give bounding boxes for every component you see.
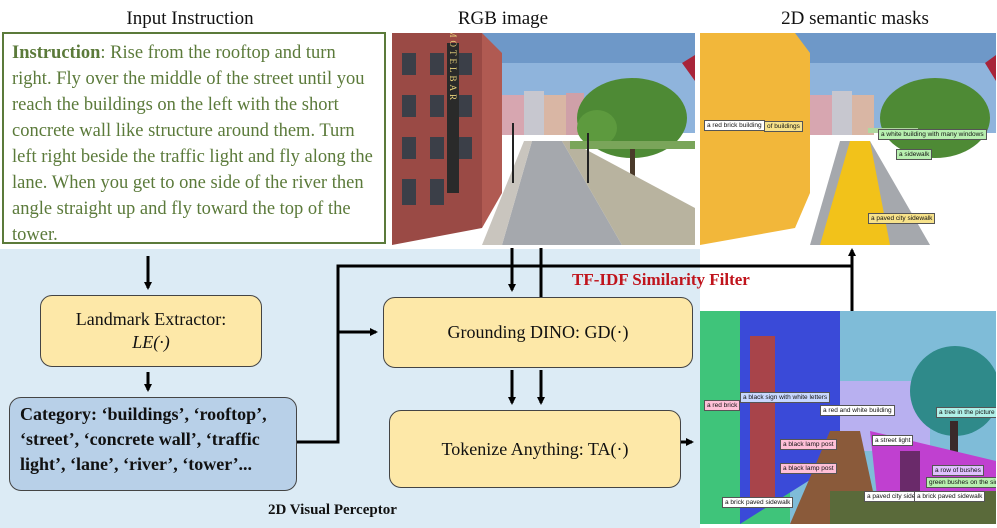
landmark-extractor-fn: LE(·) (132, 332, 170, 352)
mask-tag: a row of bushes (932, 465, 984, 476)
mask-tag: a sidewalk (896, 149, 933, 160)
mask-tag: green bushes on the side (926, 477, 996, 488)
category-node: Category: ‘buildings’, ‘rooftop’, ‘stree… (9, 397, 297, 491)
landmark-extractor-label: Landmark Extractor: (75, 309, 227, 329)
rgb-sign-text: THEMOTELBAR (448, 33, 458, 103)
mask-tag: a brick paved sidewalk (722, 497, 794, 508)
mask-tag: a street light (872, 435, 914, 446)
landmark-extractor-node: Landmark Extractor: LE(·) (40, 295, 262, 367)
grounding-dino-node: Grounding DINO: GD(·) (383, 297, 693, 368)
mask-tag: a black lamp post (780, 439, 837, 450)
rgb-image-title: RGB image (457, 8, 549, 29)
input-instruction-title: Input Instruction (126, 8, 254, 29)
mask-tag: a white building with many windows (878, 129, 987, 140)
grounding-dino-label: Grounding DINO: GD(·) (447, 322, 629, 342)
mask-tag: a brick paved sidewalk (914, 491, 986, 502)
instruction-text: : Rise from the rooftop and turn right. … (12, 43, 373, 245)
semantic-mask-top: a red brick building of buildings a whit… (700, 33, 996, 246)
instruction-box: Instruction: Rise from the rooftop and t… (2, 32, 386, 245)
mask-tag: a black lamp post (780, 463, 837, 474)
tokenize-anything-label: Tokenize Anything: TA(·) (441, 438, 629, 459)
tokenize-anything-node: Tokenize Anything: TA(·) (389, 410, 681, 488)
mask-tag: a red brick (704, 400, 741, 411)
semantic-masks-title: 2D semantic masks (781, 8, 929, 29)
mask-tag: a red brick building (704, 120, 765, 131)
mask-tag: a paved city sidewalk (868, 213, 936, 224)
rgb-image: THEMOTELBAR (392, 33, 695, 246)
semantic-mask-bottom: a red brick a black sign with white lett… (700, 311, 996, 524)
mask-tag: of buildings (764, 121, 803, 132)
mask-tag: a red and white building (820, 405, 895, 416)
instruction-label: Instruction (12, 43, 101, 63)
mask-tag: a black sign with white letters (740, 392, 831, 403)
tfidf-label: TF-IDF Similarity Filter (572, 270, 750, 289)
category-text: Category: ‘buildings’, ‘rooftop’, ‘stree… (20, 404, 267, 474)
mask-tag: a tree in the picture (936, 407, 996, 418)
perceptor-label: 2D Visual Perceptor (268, 502, 397, 518)
